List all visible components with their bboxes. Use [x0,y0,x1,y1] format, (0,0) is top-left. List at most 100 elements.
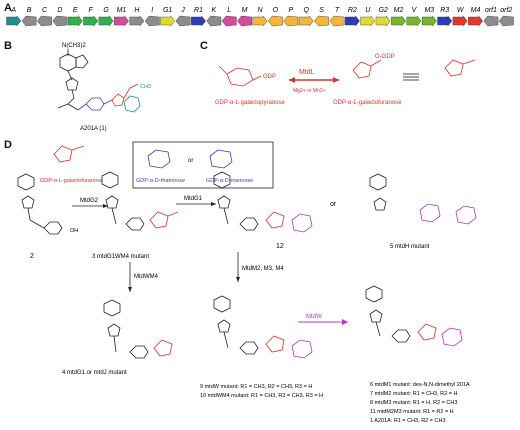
och3-label: CH3 [140,84,151,90]
gene-label-a: A [10,7,16,14]
gene-arrow-b [21,15,37,27]
gene-label-orf1: orf1 [485,7,497,14]
gene-arrow-e [67,15,83,27]
gene-label-o: O [273,7,279,14]
gene-arrow-orf2 [498,15,514,27]
compound-2: 2 [30,253,34,260]
gene-label-s: S [319,7,324,14]
gene-label-orf2: orf2 [500,7,512,14]
gene-label-t: T [335,7,340,14]
gene-label-m: M [242,7,248,14]
mutant-1: 1 A201A: R1 = CH3, R2 = CH3 [370,418,446,424]
gene-arrow-a [6,15,22,27]
gene-label-g1: G1 [163,7,172,14]
galactopyranose-label: GDP-α-L-galactopyranose [215,100,285,106]
gene-arrow-r2 [344,15,360,27]
gene-label-k: K [211,7,216,14]
gene-label-i: I [151,7,153,14]
gene-arrow-m4 [468,15,483,27]
gene-arrow-q [298,15,314,27]
gene-arrow-i [144,15,160,27]
gene-arrow-m2 [391,15,406,27]
cofactor-label: Mg2+ or Mn2+ [293,88,326,94]
gene-arrow-f [83,15,99,27]
oh-label: OH [70,228,78,234]
enzyme-w: MtdW [306,314,322,320]
gene-label-p: P [288,7,293,14]
box-or: or [188,158,193,164]
compound-5: 5 mtdH mutant [390,244,430,250]
mutant-6: 6 mtdM1 mutant: des-N,N-dimethyl 201A [370,382,470,388]
or-right: or [330,201,337,208]
gene-label-d: D [57,7,62,14]
panel-letter-c: C [200,40,208,52]
mutant-9: 9 mtdW mutant: R1 = CH3, R2 = CH3, R3 = … [200,384,312,390]
mutant-11: 11 mtdM2M3 mutant: R1 = R2 = H [370,409,454,415]
mutant-10: 10 mtdWM4 mutant: R1 = CH3, R2 = CH3, R3… [200,393,323,399]
ogdp-label: O-GDP [375,54,395,60]
gene-label-w: W [457,7,465,14]
enzyme-g1: MtdG1 [184,196,203,202]
mutant-8: 8 mtdM3 mutant: R1 = H, R2 = CH3 [370,400,457,406]
gene-arrow-k [206,15,222,27]
gene-arrow-u [360,15,376,27]
gene-arrow-s [314,15,329,27]
gdp-label: GDP [263,74,276,80]
compound-3: 3 mtdG1WM4 mutant [92,254,149,260]
gene-label-c: C [42,7,48,14]
gene-arrow-c [37,15,52,27]
nme2-label: N(CH3)2 [62,43,86,49]
compound-12: 12 [276,243,284,250]
gene-arrow-w [452,15,468,27]
sugar-box [132,141,274,189]
gene-label-g2: G2 [378,7,387,14]
rhamnose-label: GDP-α-D-rhamnose [136,178,185,184]
gene-arrow-p [283,15,299,27]
gene-label-e: E [73,7,78,14]
gene-label-m4: M4 [471,7,481,14]
gene-label-r2: R2 [348,7,357,14]
gene-arrow-h [129,15,145,27]
gene-arrow-g1 [160,15,176,27]
panel-letter-b: B [4,40,12,52]
enzyme-wm4: MtdWM4 [134,274,159,280]
gene-arrow-l [221,15,237,27]
gene-label-f: F [89,7,94,14]
gene-arrow-orf1 [483,15,499,27]
biosynthesis-pathway: GDP-α-L-galactofuranose or GDP-α-D-rhamn… [17,141,477,424]
gene-arrow-m1 [114,15,129,27]
gene-label-j: J [180,7,185,14]
gene-arrow-n [252,15,268,27]
compound-4: 4 mtdG1 or mtdJ mutant [62,370,127,376]
gene-arrow-t [329,15,345,27]
gene-label-l: L [227,7,231,14]
gene-label-v: V [412,7,418,14]
gene-label-q: Q [303,7,309,14]
gene-label-r1: R1 [194,7,203,14]
a201a-structure: N(CH3)2 CH3 A201A (1) [57,43,151,132]
gene-label-m1: M1 [117,7,127,14]
gene-arrow-m3 [421,15,437,27]
gene-arrow-v [406,15,422,27]
a201a-label: A201A (1) [80,126,107,132]
gene-label-g: G [103,7,109,14]
gene-label-u: U [365,7,371,14]
gene-arrow-g [98,15,114,27]
mutant-7: 7 mtdM2 mutant: R1 = CH3, R2 = H [370,391,457,397]
gene-arrow-d [52,15,68,27]
gene-label-m3: M3 [424,7,434,14]
gene-label-r3: R3 [440,7,449,14]
gene-arrow-m [237,15,253,27]
mtdl-label: MtdL [299,69,315,76]
galactofuranose-label: GDP-α-L-galactofuranose [333,100,402,106]
panel-letter-a: A [4,2,12,14]
gene-label-h: H [134,7,140,14]
gene-arrow-r1 [191,15,206,27]
gene-arrow-g2 [375,15,391,27]
gene-arrow-r3 [437,15,453,27]
panel-letter-d: D [4,139,12,151]
gene-arrow-j [175,15,191,27]
enzyme-g2: MtdG2 [80,198,99,204]
gene-label-n: N [257,7,263,14]
